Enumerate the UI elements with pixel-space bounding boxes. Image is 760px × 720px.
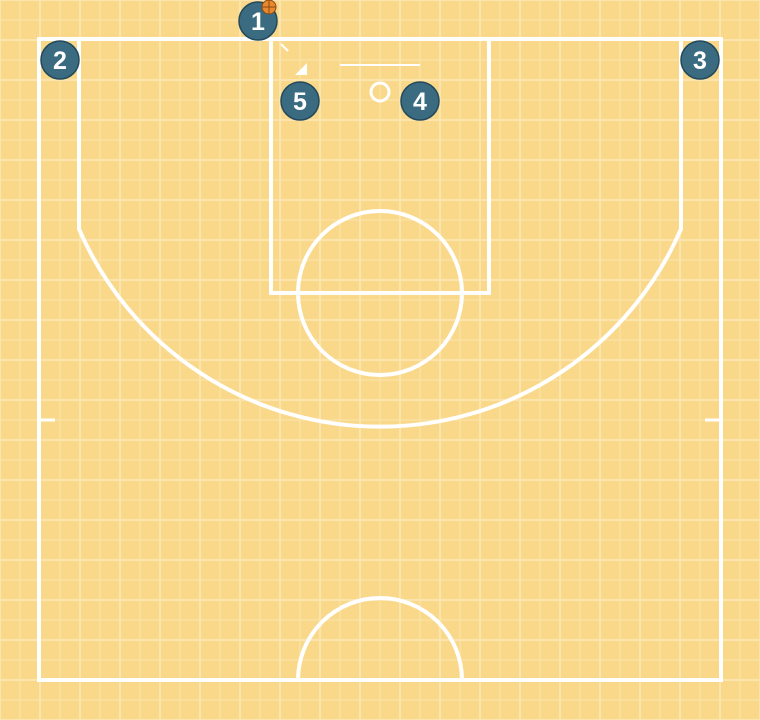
pass-arrow-line <box>280 43 289 52</box>
paint-key <box>269 37 491 295</box>
player-circle <box>680 40 720 80</box>
three-point-line <box>77 39 683 429</box>
player-marker-5[interactable]: 5 <box>280 81 320 121</box>
players-layer: 1 2 3 4 5 <box>40 0 720 121</box>
player-circle <box>400 81 440 121</box>
player-number: 1 <box>251 8 265 36</box>
play-action-marks <box>280 43 307 75</box>
player-circle <box>280 81 320 121</box>
free-throw-circle <box>296 209 464 377</box>
arrowhead-icon <box>295 63 307 75</box>
player-number: 5 <box>293 88 307 116</box>
player-marker-1[interactable]: 1 <box>238 0 278 41</box>
court-lines <box>37 37 723 682</box>
hoop <box>369 81 391 103</box>
player-circle <box>40 40 80 80</box>
player-marker-3[interactable]: 3 <box>680 40 720 80</box>
player-marker-4[interactable]: 4 <box>400 81 440 121</box>
player-number: 2 <box>53 47 67 75</box>
player-number: 4 <box>413 88 427 116</box>
player-number: 3 <box>693 47 707 75</box>
center-circle <box>296 596 464 681</box>
player-marker-2[interactable]: 2 <box>40 40 80 80</box>
